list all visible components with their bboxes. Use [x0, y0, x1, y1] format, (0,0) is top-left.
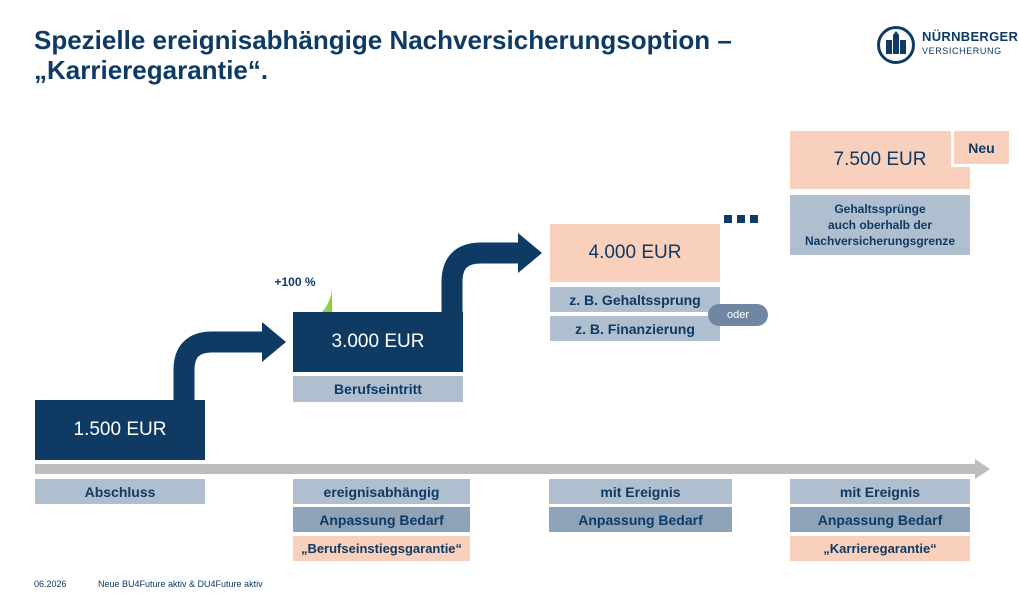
- step4-desc-line2: auch oberhalb der: [827, 218, 933, 232]
- timeline-col2-row2: Anpassung Bedarf: [293, 507, 470, 532]
- timeline-col4-row3: „Karrieregarantie“: [790, 536, 970, 561]
- footer-product: Neue BU4Future aktiv & DU4Future aktiv: [98, 579, 263, 589]
- step1-amount-box: 1.500 EUR: [35, 400, 205, 460]
- step-arrow-2: [441, 242, 520, 312]
- step-arrow-2-head: [518, 233, 542, 273]
- ellipsis-icon: [724, 210, 762, 223]
- step4-desc-line3: Nachversicherungsgrenze: [804, 234, 956, 248]
- step3-example-salary: z. B. Gehaltssprung: [550, 287, 720, 312]
- timeline-col1-row1: Abschluss: [35, 479, 205, 504]
- oder-badge: oder: [708, 304, 768, 326]
- nuernberger-logo-icon: [877, 26, 915, 64]
- step3-amount-box: 4.000 EUR: [550, 224, 720, 282]
- step-arrow-1-head: [262, 322, 286, 362]
- timeline-col4-row2: Anpassung Bedarf: [790, 507, 970, 532]
- timeline-col2-row1: ereignisabhängig: [293, 479, 470, 504]
- timeline-col3-row2: Anpassung Bedarf: [549, 507, 732, 532]
- page-title-line1: Spezielle ereignisabhängige Nachversiche…: [34, 25, 732, 55]
- step-arrow-1: [173, 331, 262, 400]
- step4-amount-box: 7.500 EUR: [790, 131, 970, 189]
- page-title-line2: „Karrieregarantie“.: [34, 55, 269, 85]
- new-badge: Neu: [951, 131, 1009, 167]
- step3-example-financing: z. B. Finanzierung: [550, 316, 720, 341]
- step2-amount-box: 3.000 EUR: [293, 312, 463, 372]
- timeline-col4-row1: mit Ereignis: [790, 479, 970, 504]
- timeline-col3-row1: mit Ereignis: [549, 479, 732, 504]
- timeline-col2-row3: „Berufseinstiegsgarantie“: [293, 536, 470, 561]
- timeline-arrowhead: [975, 459, 990, 479]
- step4-description: Gehaltssprünge auch oberhalb der Nachver…: [790, 195, 970, 255]
- page-title: Spezielle ereignisabhängige Nachversiche…: [34, 25, 794, 85]
- footer-date: 06.2026: [34, 579, 67, 589]
- step2-label: Berufseintritt: [293, 376, 463, 402]
- step2-increase-badge: +100 %: [274, 275, 316, 289]
- logo-name: NÜRNBERGER: [922, 29, 1019, 44]
- step4-desc-line1: Gehaltssprünge: [834, 202, 926, 216]
- timeline-axis: [35, 464, 975, 474]
- logo-subtitle: VERSICHERUNG: [922, 46, 1002, 56]
